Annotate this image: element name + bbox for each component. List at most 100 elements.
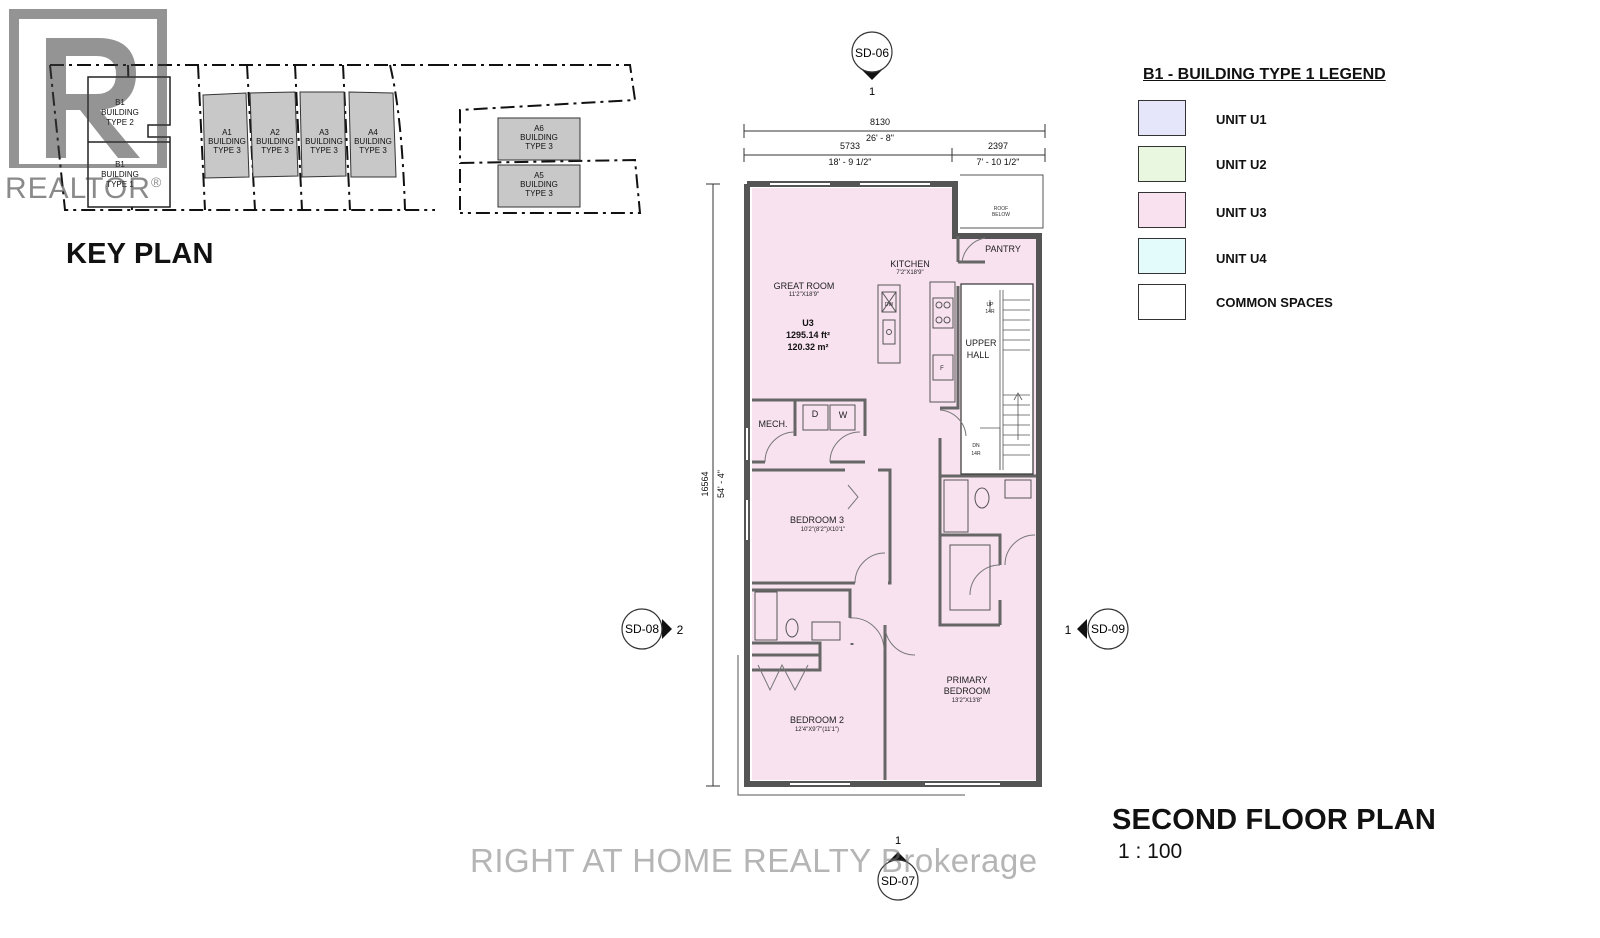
room-pantry: PANTRY <box>985 244 1021 254</box>
appliance-dishwasher: DW <box>885 302 894 308</box>
key-plan-label: TYPE 3 <box>525 142 553 151</box>
section-marker-right: SD-09 1 <box>1065 608 1129 650</box>
section-top-num: 1 <box>869 86 875 98</box>
room-upper-hall-2: HALL <box>967 350 990 360</box>
key-plan-label: TYPE 3 <box>310 146 338 155</box>
stair-up-risers: 14R <box>985 309 995 315</box>
room-primary-1: PRIMARY <box>947 675 988 685</box>
plan-title: SECOND FLOOR PLAN <box>1112 804 1437 836</box>
legend-swatch-u2 <box>1138 146 1186 182</box>
section-top-id: SD-06 <box>855 46 889 60</box>
dim-right-ft: 7' - 10 1/2" <box>977 157 1020 167</box>
key-plan-label: BUILDING <box>305 137 343 146</box>
roof-below-label: ROOF <box>994 206 1008 212</box>
kitchen-island <box>754 281 1032 641</box>
legend-label-u4: UNIT U4 <box>1216 251 1267 266</box>
legend-title: B1 - BUILDING TYPE 1 LEGEND <box>1143 66 1386 83</box>
stair-up-label: UP <box>987 302 995 308</box>
key-plan-label-a1: A1 <box>222 128 232 137</box>
key-plan-label-a3: A3 <box>319 128 329 137</box>
appliance-dryer: D <box>812 409 819 419</box>
stair-dn-risers: 14R <box>971 451 981 457</box>
realtor-logo-watermark <box>9 9 167 168</box>
plan-scale: 1 : 100 <box>1118 840 1183 863</box>
key-plan-label-a6: A6 <box>534 124 544 133</box>
room-bedroom-3: BEDROOM 3 <box>790 515 844 525</box>
legend-swatch-common <box>1138 284 1186 320</box>
unit-area-ft: 1295.14 ft² <box>786 330 830 340</box>
stair-common-space <box>960 283 1034 475</box>
room-bedroom-2: BEDROOM 2 <box>790 715 844 725</box>
section-bottom-id: SD-07 <box>881 874 915 888</box>
key-plan-label: BUILDING <box>256 137 294 146</box>
section-bottom-num: 1 <box>895 835 901 847</box>
section-marker-left: SD-08 2 <box>621 608 684 650</box>
room-upper-hall-1: UPPER <box>965 338 997 348</box>
stair-dn-label: DN <box>972 443 980 449</box>
legend-swatch-u1 <box>1138 100 1186 136</box>
legend-label-u2: UNIT U2 <box>1216 157 1267 172</box>
section-left-num: 2 <box>677 623 684 637</box>
unit-area-m: 120.32 m² <box>787 342 828 352</box>
room-bedroom-2-size: 12'4"X9'7"(11'1") <box>795 727 839 733</box>
room-kitchen: KITCHEN <box>890 259 930 269</box>
key-plan-label: TYPE 3 <box>213 146 241 155</box>
key-plan-label: BUILDING <box>208 137 246 146</box>
realtor-wordmark-text: REALTOR <box>5 172 151 205</box>
unit-u3-area <box>752 188 1036 780</box>
room-mech: MECH. <box>759 419 788 429</box>
dimension-lines <box>706 124 1046 787</box>
key-plan-diagram: B1 BUILDING TYPE 2 B1 BUILDING TYPE 1 A1… <box>49 64 642 214</box>
legend-swatch-u4 <box>1138 238 1186 274</box>
legend-label-u3: UNIT U3 <box>1216 205 1267 220</box>
realtor-wordmark: REALTOR® <box>5 172 162 206</box>
stairs <box>980 290 1030 470</box>
appliance-fridge: F <box>940 366 944 372</box>
dim-overall-ft: 26' - 8" <box>866 133 894 143</box>
key-plan-label-a4: A4 <box>368 128 378 137</box>
door-swings <box>757 237 1036 692</box>
exterior-walls <box>744 181 1042 787</box>
brokerage-watermark: RIGHT AT HOME REALTY Brokerage <box>470 842 1038 879</box>
room-bedroom-3-size: 10'2"(8'2")X10'1" <box>801 527 846 533</box>
key-plan-label: BUILDING <box>101 170 139 179</box>
dim-overall-mm: 8130 <box>870 117 890 127</box>
key-plan-label: TYPE 3 <box>359 146 387 155</box>
key-plan-label: TYPE 1 <box>106 180 134 189</box>
room-primary-2: BEDROOM <box>944 686 991 696</box>
roof-below-label: BELOW <box>992 212 1010 218</box>
section-marker-top: SD-06 1 <box>851 31 893 98</box>
section-marker-bottom: SD-07 1 <box>877 835 919 901</box>
key-plan-label: BUILDING <box>520 133 558 142</box>
key-plan-label: TYPE 3 <box>525 189 553 198</box>
appliance-washer: W <box>839 410 848 420</box>
key-plan-label: TYPE 3 <box>261 146 289 155</box>
legend-swatch-u3 <box>1138 192 1186 228</box>
dim-left-ft: 18' - 9 1/2" <box>829 157 872 167</box>
room-labels: GREAT ROOM 11'2"X18'9" KITCHEN 7'2"X18'9… <box>759 244 1021 733</box>
room-kitchen-size: 7'2"X18'9" <box>896 270 923 276</box>
dim-height-ft: 54' - 4" <box>716 470 726 498</box>
key-plan-label: BUILDING <box>354 137 392 146</box>
section-right-id: SD-09 <box>1091 622 1125 636</box>
legend-label-common: COMMON SPACES <box>1216 295 1333 310</box>
section-left-id: SD-08 <box>625 622 659 636</box>
unit-tag: U3 1295.14 ft² 120.32 m² <box>786 318 830 352</box>
key-plan-label: BUILDING <box>520 180 558 189</box>
unit-name: U3 <box>802 318 814 328</box>
dim-right-mm: 2397 <box>988 141 1008 151</box>
room-great-room-size: 11'2"X18'9" <box>789 292 819 298</box>
room-great-room: GREAT ROOM <box>774 281 835 291</box>
interior-walls <box>752 236 1036 780</box>
registered-mark: ® <box>150 174 163 190</box>
key-plan-label-a5: A5 <box>534 171 544 180</box>
section-right-num: 1 <box>1065 623 1072 637</box>
dim-left-mm: 5733 <box>840 141 860 151</box>
key-plan-label: BUILDING <box>101 108 139 117</box>
dim-height-mm: 16564 <box>700 471 710 496</box>
room-primary-size: 13'2"X13'8" <box>952 698 983 704</box>
key-plan-label-a2: A2 <box>270 128 280 137</box>
key-plan-title: KEY PLAN <box>66 238 214 270</box>
key-plan-label: TYPE 2 <box>106 118 134 127</box>
